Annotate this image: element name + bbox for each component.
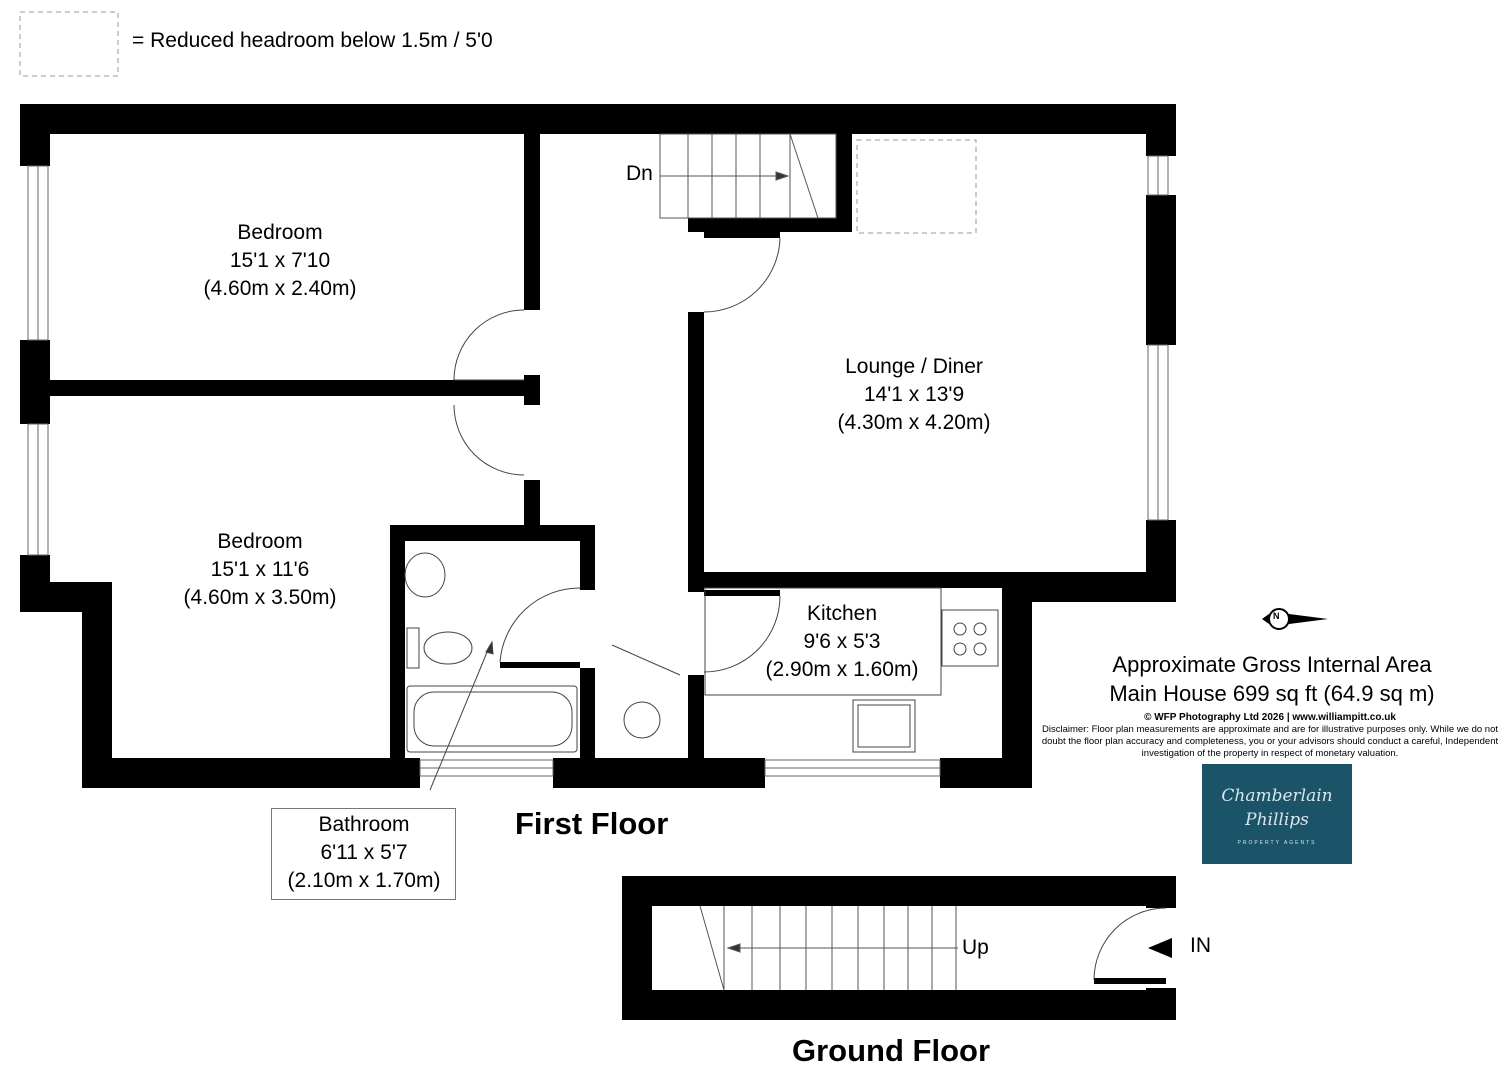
room-size-imperial: 15'1 x 7'10: [229, 249, 331, 272]
logo-line-3: PROPERTY AGENTS: [1237, 840, 1317, 846]
room-size-metric: (4.30m x 4.20m): [837, 411, 991, 434]
room-size-metric: (2.90m x 1.60m): [765, 658, 919, 681]
first-floor-title: First Floor: [515, 806, 669, 841]
stairs-first-floor: [659, 133, 837, 219]
room-size-imperial: 6'11 x 5'7: [320, 841, 408, 864]
room-size-metric: (4.60m x 3.50m): [183, 586, 337, 609]
doors: [453, 237, 781, 676]
area-value: Main House 699 sq ft (64.9 sq m): [1109, 681, 1435, 706]
room-label-lounge: Lounge / Diner 14'1 x 13'9 (4.30m x 4.20…: [814, 353, 1014, 437]
gross-internal-area: Approximate Gross Internal Area Main Hou…: [1062, 650, 1482, 708]
first-floor-walls: [20, 104, 1176, 788]
room-label-bedroom-2: Bedroom 15'1 x 11'6 (4.60m x 3.50m): [160, 528, 360, 612]
room-size-metric: (4.60m x 2.40m): [203, 277, 357, 300]
room-name: Bathroom: [318, 813, 410, 836]
room-size-imperial: 15'1 x 11'6: [210, 558, 310, 581]
windows: [27, 155, 1169, 777]
agent-logo: Chamberlain Phillips PROPERTY AGENTS: [1202, 764, 1352, 864]
room-label-bathroom: Bathroom 6'11 x 5'7 (2.10m x 1.70m): [264, 811, 464, 895]
reduced-headroom-area: [856, 139, 977, 234]
area-heading: Approximate Gross Internal Area: [1112, 652, 1432, 677]
compass-label: N: [1273, 611, 1280, 621]
room-name: Bedroom: [217, 530, 303, 553]
stairs-up-label: Up: [962, 936, 989, 959]
ground-floor-walls: [622, 876, 1176, 1020]
bathroom-callout: [271, 808, 456, 900]
room-name: Kitchen: [806, 602, 878, 625]
stairs-down-label: Dn: [626, 162, 653, 185]
room-size-metric: (2.10m x 1.70m): [287, 869, 441, 892]
disclaimer: Disclaimer: Floor plan measurements are …: [1041, 724, 1499, 759]
credit-block: © WFP Photography Ltd 2026 | www.william…: [1040, 712, 1500, 760]
logo-line-1: Chamberlain: [1221, 786, 1333, 806]
room-size-imperial: 9'6 x 5'3: [803, 630, 881, 653]
logo-line-2: Phillips: [1245, 810, 1309, 830]
legend-label: = Reduced headroom below 1.5m / 5'0: [132, 29, 493, 52]
room-name: Lounge / Diner: [845, 355, 983, 378]
stairs-ground-floor: [699, 905, 1167, 991]
entrance-arrow-icon: [1148, 938, 1172, 958]
room-name: Bedroom: [237, 221, 323, 244]
fixtures: [404, 552, 999, 791]
reduced-headroom-legend-box: [19, 11, 119, 77]
room-label-bedroom-1: Bedroom 15'1 x 7'10 (4.60m x 2.40m): [180, 219, 380, 303]
compass-icon: [1262, 608, 1328, 630]
room-label-kitchen: Kitchen 9'6 x 5'3 (2.90m x 1.60m): [742, 600, 942, 684]
entrance-label: IN: [1190, 934, 1211, 957]
room-size-imperial: 14'1 x 13'9: [863, 383, 965, 406]
copyright: © WFP Photography Ltd 2026 | www.william…: [1144, 712, 1396, 723]
ground-floor-title: Ground Floor: [792, 1033, 991, 1068]
